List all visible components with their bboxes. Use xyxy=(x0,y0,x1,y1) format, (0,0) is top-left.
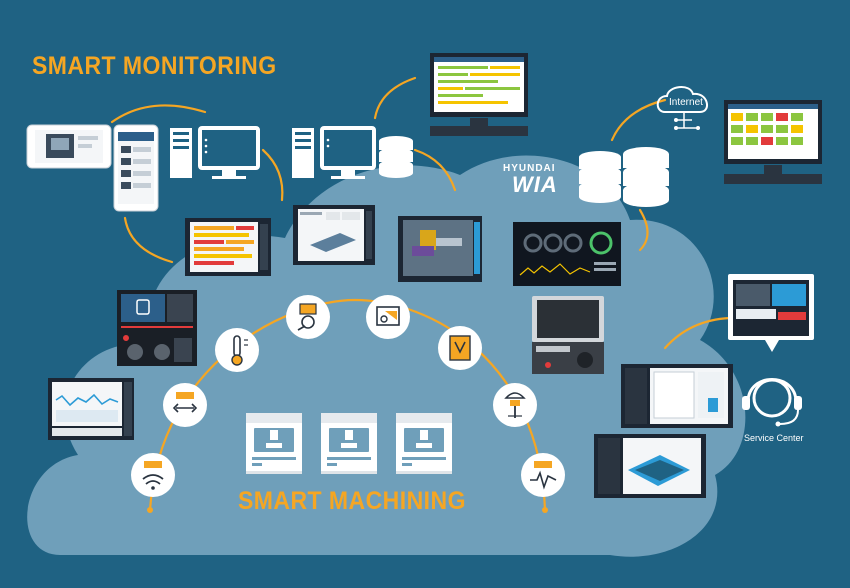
server-tower-icon xyxy=(292,128,314,178)
brand-logo-top: HYUNDAI xyxy=(503,163,556,174)
brand-logo-bottom: WIA xyxy=(512,172,558,197)
operator-panel xyxy=(532,296,604,374)
tablet-icon xyxy=(113,124,159,212)
sound-wave-sensor-icon xyxy=(131,453,175,497)
cad-screen xyxy=(621,364,733,428)
service-center-label: Service Center xyxy=(744,433,804,443)
machining-center-icon xyxy=(396,413,452,474)
connector-tablet-cnc xyxy=(123,216,174,264)
database-icon xyxy=(379,136,413,178)
machining-center-icon xyxy=(321,413,377,474)
database-icon xyxy=(623,147,669,207)
database-icon xyxy=(579,151,621,203)
monitor-icon xyxy=(198,126,260,179)
simulation-screen xyxy=(398,216,482,282)
service-screen-top xyxy=(728,274,814,352)
camera-inspection-icon xyxy=(366,295,410,339)
waveform-sensor-icon xyxy=(521,453,565,497)
cloud-internet-icon xyxy=(656,86,709,130)
machining-center-icon xyxy=(246,413,302,474)
arc-end-left xyxy=(147,507,153,513)
connector-db-screen xyxy=(413,148,457,192)
connector-cloud-top-screen xyxy=(373,76,417,120)
smart-machining-heading: SMART MACHINING xyxy=(238,487,466,515)
desktop-monitor-dashboard xyxy=(724,100,822,184)
monitor-icon xyxy=(320,126,376,179)
vibration-sensor-icon xyxy=(163,383,207,427)
internet-label: Internet xyxy=(669,97,703,108)
cnc-control-panel xyxy=(117,290,197,366)
gantt-screen xyxy=(185,218,271,276)
headset-support-icon xyxy=(742,378,802,427)
part-model-screen xyxy=(594,434,706,498)
smart-monitoring-heading: SMART MONITORING xyxy=(32,52,277,80)
connector-server-cloud xyxy=(261,148,284,202)
tool-wear-icon xyxy=(286,295,330,339)
connector-db-right xyxy=(638,208,649,252)
server-tower-icon xyxy=(170,128,192,178)
smartphone-icon xyxy=(26,124,112,169)
gauge-dashboard-screen xyxy=(513,222,621,286)
trend-chart-screen xyxy=(48,378,134,440)
desktop-monitor-gantt xyxy=(430,53,528,136)
drill-tool-icon xyxy=(493,383,537,427)
part-program-screen xyxy=(293,205,375,265)
spindle-tool-icon xyxy=(438,326,482,370)
connector-service xyxy=(663,316,732,350)
thermometer-icon xyxy=(215,328,259,372)
arc-end-right xyxy=(542,507,548,513)
connector-phone-server xyxy=(110,104,207,124)
